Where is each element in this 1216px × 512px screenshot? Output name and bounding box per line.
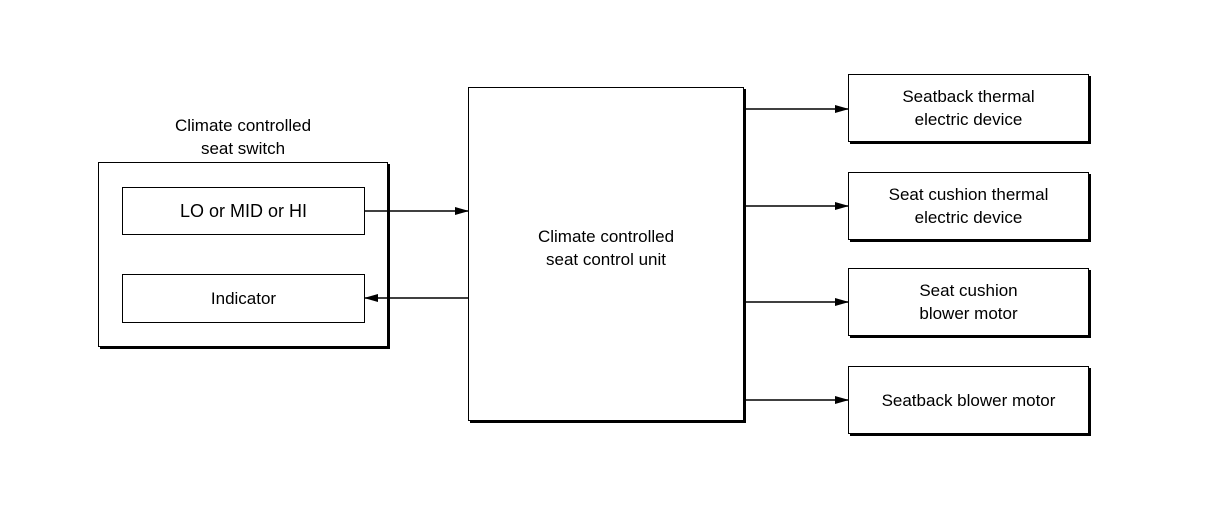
output-label-seatback-blower: Seatback blower motor bbox=[881, 390, 1056, 410]
mode-switch-label: LO or MID or HI bbox=[179, 200, 308, 221]
mode-switch-box: LO or MID or HI bbox=[122, 187, 365, 235]
output-box-seatback-thermal: Seatback thermal electric device bbox=[848, 74, 1089, 142]
indicator-box: Indicator bbox=[122, 274, 365, 323]
switch-group-title: Climate controlled seat switch bbox=[174, 116, 312, 158]
indicator-label: Indicator bbox=[210, 289, 277, 308]
output-box-seatback-blower: Seatback blower motor bbox=[848, 366, 1089, 434]
output-box-cushion-blower: Seat cushion blower motor bbox=[848, 268, 1089, 336]
output-box-cushion-thermal: Seat cushion thermal electric device bbox=[848, 172, 1089, 240]
control-unit-box: Climate controlled seat control unit bbox=[468, 87, 744, 421]
output-label-cushion-thermal: Seat cushion thermal electric device bbox=[888, 185, 1049, 227]
output-label-cushion-blower: Seat cushion blower motor bbox=[919, 281, 1018, 323]
output-label-seatback-thermal: Seatback thermal electric device bbox=[902, 87, 1035, 129]
control-unit-label: Climate controlled seat control unit bbox=[537, 227, 675, 269]
